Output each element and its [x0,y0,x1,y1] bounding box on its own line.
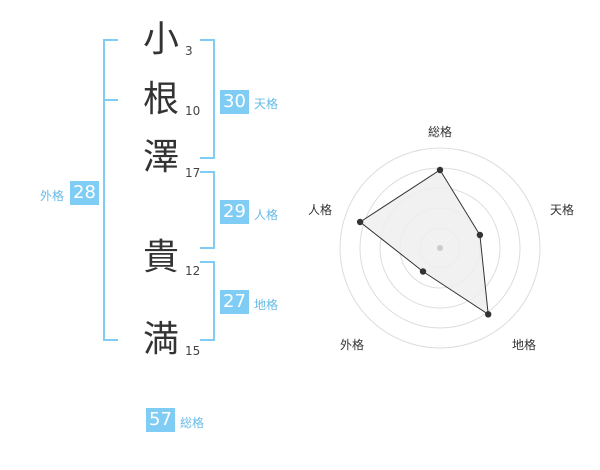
radar-point-1 [476,231,484,239]
soukaku-badge: 57 [146,408,175,432]
name-char-1: 小 [142,19,179,60]
name-char-3: 澤 [142,137,179,178]
radar-label-gaikaku: 外格 [339,338,364,352]
radar-label-chikaku: 地格 [511,338,536,352]
jinkaku-bracket [200,171,215,249]
jinkaku-badge: 29 [220,200,249,224]
stroke-count-4: 12 [185,264,201,278]
gaikaku-label: 外格 [40,189,65,203]
name-char-5: 満 [142,319,179,360]
chikaku-bracket [200,261,215,341]
radar-point-2 [485,311,492,318]
radar-series-polygon [359,169,489,316]
radar-grid-ring [339,147,541,349]
stroke-count-3: 17 [185,166,201,180]
stroke-count-5: 15 [185,344,201,358]
name-char-2: 根 [142,79,179,120]
soukaku-label: 総格 [180,416,205,430]
radar-point-0 [436,166,444,174]
radar-point-4 [356,218,364,226]
chikaku-badge: 27 [220,290,249,314]
gaikaku-badge: 28 [70,181,99,205]
chikaku-label: 地格 [254,298,279,312]
radar-point-3 [419,268,427,275]
jinkaku-label: 人格 [254,208,279,222]
radar-center-dot [437,245,443,251]
name-char-4: 貴 [142,237,179,278]
tenkaku-badge: 30 [220,90,249,114]
gaikaku-bracket [103,39,118,341]
tenkaku-label: 天格 [254,97,279,111]
radar-label-jinkaku: 人格 [307,203,332,217]
stroke-count-2: 10 [185,104,201,118]
radar-label-tenkaku: 天格 [549,203,574,217]
radar-label-soukaku: 総格 [427,125,452,139]
tenkaku-bracket [200,39,215,159]
stroke-count-1: 3 [185,44,193,58]
